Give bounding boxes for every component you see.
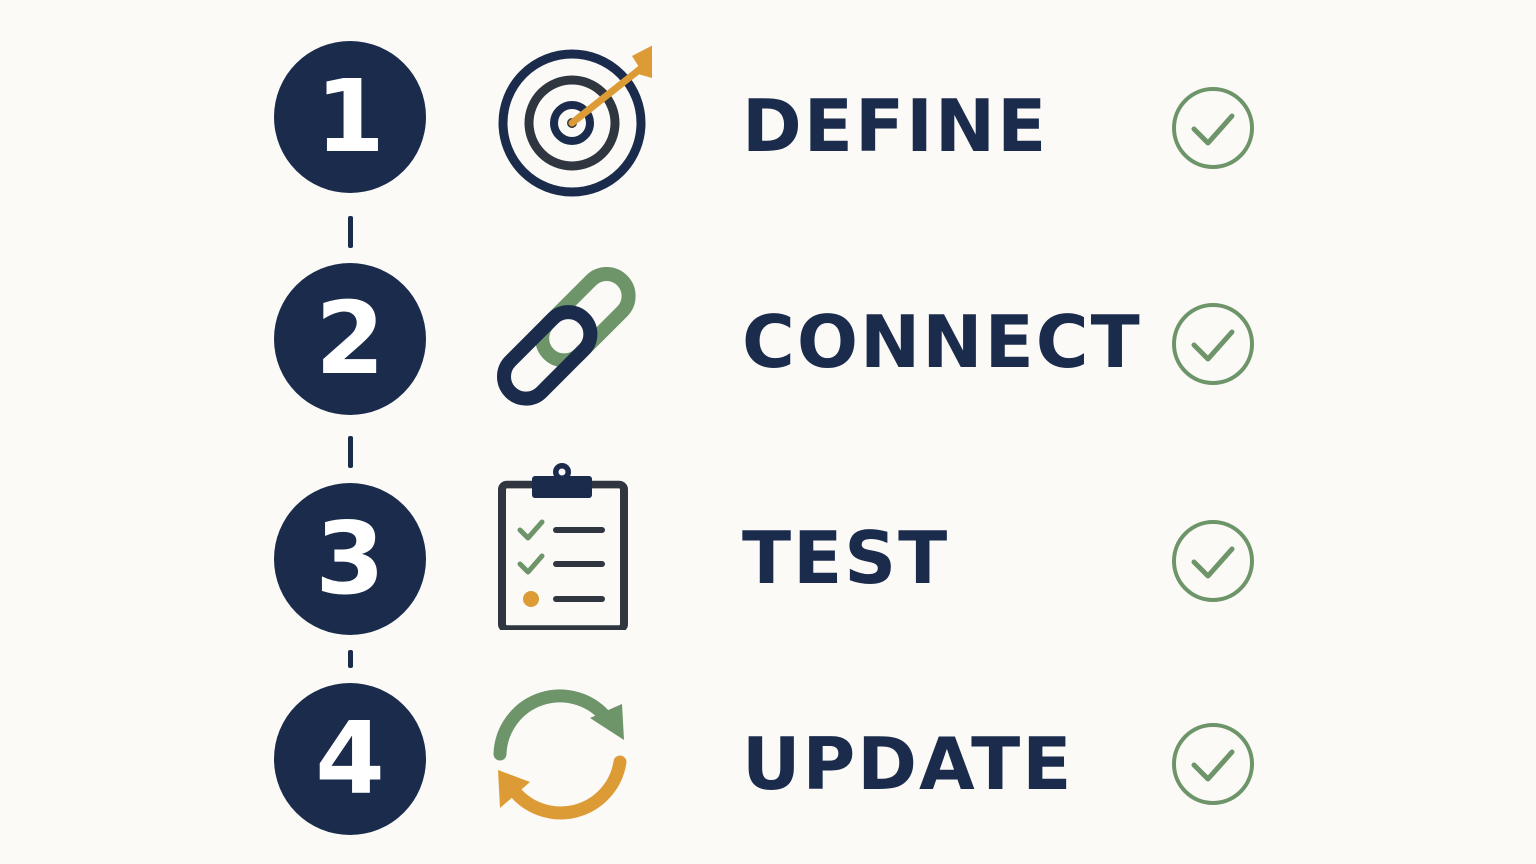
check-circle-icon	[1172, 520, 1254, 602]
step-number-2: 2	[274, 263, 426, 415]
step-label-update: UPDATE	[742, 722, 1074, 806]
step-number-3: 3	[274, 483, 426, 635]
refresh-cycle-icon	[493, 689, 627, 820]
chain-link-icon	[496, 266, 636, 406]
check-circle-icon	[1172, 723, 1254, 805]
step-connector	[348, 436, 353, 468]
step-label-connect: CONNECT	[742, 300, 1142, 384]
step-label-test: TEST	[742, 516, 950, 600]
clipboard-checklist-icon	[498, 463, 628, 630]
target-arrow-icon	[498, 45, 652, 197]
step-connector	[348, 650, 353, 668]
check-circle-icon	[1172, 87, 1254, 169]
check-circle-icon	[1172, 303, 1254, 385]
step-number-4: 4	[274, 683, 426, 835]
step-connector	[348, 216, 353, 248]
step-label-define: DEFINE	[742, 84, 1049, 168]
step-number-1: 1	[274, 41, 426, 193]
